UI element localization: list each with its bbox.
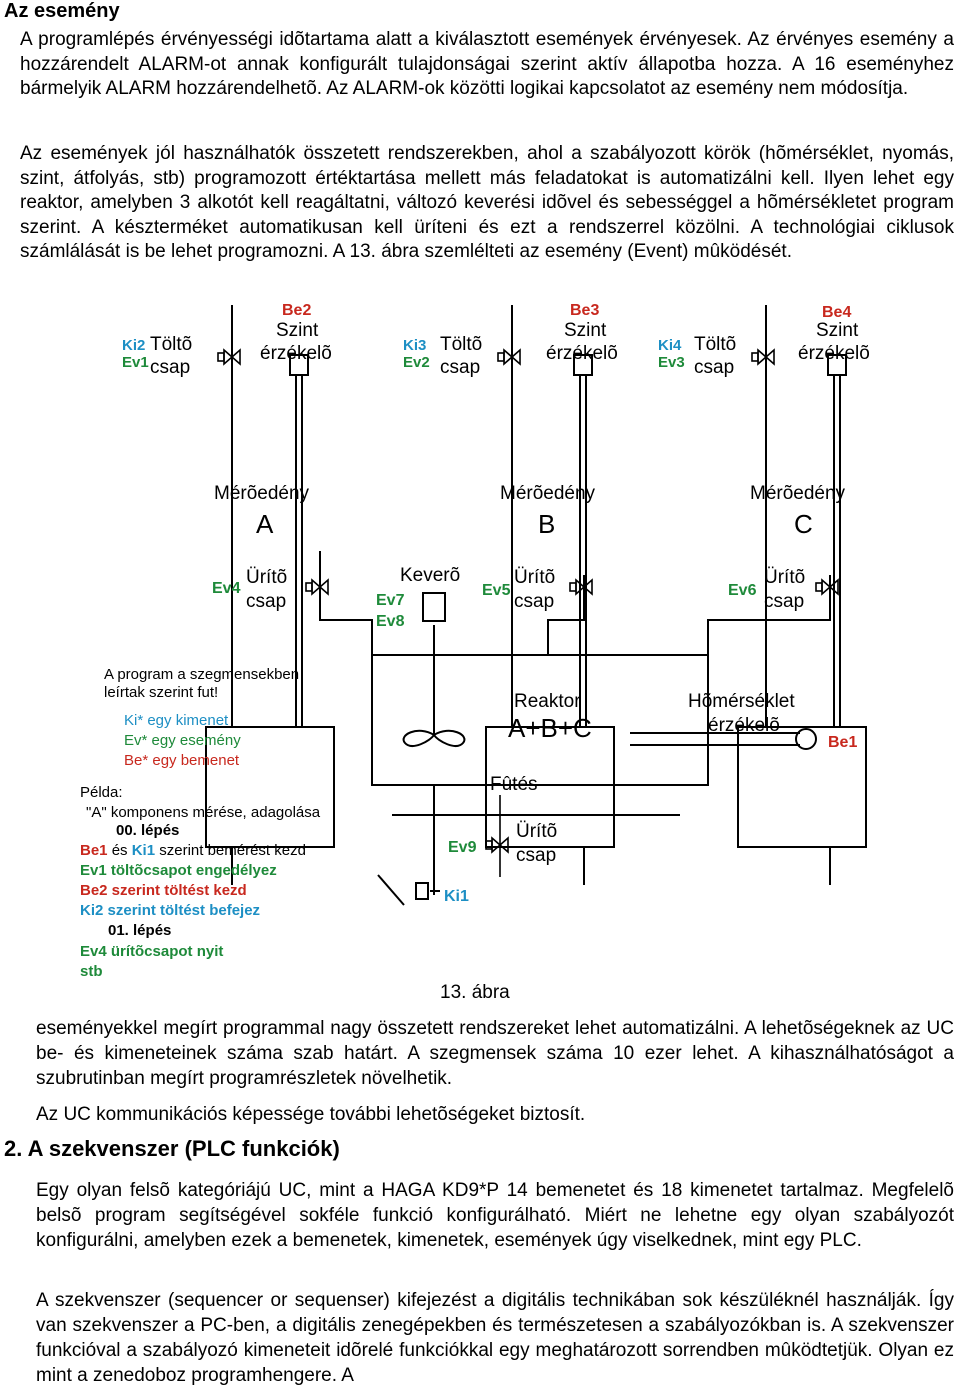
svg-text:Be1 és Ki1 szerint bemérést ke: Be1 és Ki1 szerint bemérést kezd	[80, 842, 306, 859]
svg-text:csap: csap	[246, 591, 286, 612]
paragraph-6: A szekvenszer (sequencer or sequenser) k…	[36, 1290, 954, 1386]
svg-text:Ürítõ: Ürítõ	[514, 567, 555, 588]
svg-text:A+B+C: A+B+C	[508, 713, 592, 743]
svg-text:stb: stb	[80, 963, 103, 980]
svg-text:Ev5: Ev5	[482, 582, 511, 599]
svg-text:Ki4: Ki4	[658, 337, 682, 354]
svg-text:Ki3: Ki3	[403, 337, 426, 354]
svg-text:Ev1 töltõcsapot engedélyez: Ev1 töltõcsapot engedélyez	[80, 862, 277, 879]
svg-text:Ürítõ: Ürítõ	[516, 821, 557, 842]
paragraph-3: eseményekkel megírt programmal nagy össz…	[36, 1018, 954, 1089]
svg-text:Mérõedény: Mérõedény	[214, 483, 310, 504]
svg-text:Ev8: Ev8	[376, 613, 405, 630]
reactor-vessel	[371, 654, 709, 786]
svg-text:Szint: Szint	[276, 320, 319, 341]
svg-text:A: A	[256, 509, 274, 539]
svg-text:Töltõ: Töltõ	[150, 334, 192, 355]
svg-text:Be4: Be4	[822, 304, 851, 321]
svg-text:Ev4: Ev4	[212, 580, 241, 597]
svg-text:érzékelõ: érzékelõ	[546, 343, 618, 364]
svg-text:csap: csap	[694, 357, 734, 378]
paragraph-5: Egy olyan felsõ kategóriájú UC, mint a H…	[36, 1180, 954, 1251]
svg-text:Példa:: Példa:	[80, 784, 123, 801]
svg-text:Ürítõ: Ürítõ	[246, 567, 287, 588]
level-sensor-a	[289, 354, 309, 376]
svg-text:csap: csap	[150, 357, 190, 378]
svg-text:Ürítõ: Ürítõ	[764, 567, 805, 588]
svg-text:Be1: Be1	[828, 734, 857, 751]
svg-text:Fûtés: Fûtés	[490, 774, 538, 795]
svg-text:Be2 szerint töltést kezd: Be2 szerint töltést kezd	[80, 882, 247, 899]
svg-text:csap: csap	[764, 591, 804, 612]
section-title: Az esemény	[4, 0, 120, 22]
svg-text:Reaktor: Reaktor	[514, 691, 581, 712]
paragraph-4: Az UC kommunikációs képessége további le…	[36, 1104, 586, 1125]
svg-text:Töltõ: Töltõ	[440, 334, 482, 355]
svg-text:Ki2 szerint töltést befejez: Ki2 szerint töltést befejez	[80, 902, 260, 919]
svg-text:érzékelõ: érzékelõ	[260, 343, 332, 364]
svg-text:Ev7: Ev7	[376, 592, 405, 609]
svg-text:Szint: Szint	[564, 320, 607, 341]
svg-text:Ev2: Ev2	[403, 354, 430, 371]
tank-c	[737, 726, 867, 848]
svg-text:B: B	[538, 509, 555, 539]
svg-text:Keverõ: Keverõ	[400, 565, 460, 586]
svg-text:Hõmérséklet: Hõmérséklet	[688, 691, 795, 712]
temperature-sensor	[795, 728, 817, 750]
svg-text:Be2: Be2	[282, 302, 311, 319]
svg-text:01. lépés: 01. lépés	[108, 922, 171, 939]
svg-text:csap: csap	[516, 845, 556, 866]
svg-text:érzékelõ: érzékelõ	[708, 715, 780, 736]
svg-text:Ev4 ürítõcsapot nyit: Ev4 ürítõcsapot nyit	[80, 943, 223, 960]
tank-a	[205, 726, 335, 848]
svg-text:csap: csap	[514, 591, 554, 612]
valve-icons	[217, 348, 839, 877]
svg-text:érzékelõ: érzékelõ	[798, 343, 870, 364]
svg-text:Ev* egy esemény: Ev* egy esemény	[124, 732, 241, 749]
svg-text:A program a szegmensekben: A program a szegmensekben	[104, 666, 299, 683]
svg-text:Be* egy bemenet: Be* egy bemenet	[124, 752, 240, 769]
svg-text:Be3: Be3	[570, 302, 599, 319]
svg-text:Ev1: Ev1	[122, 354, 149, 371]
svg-text:00. lépés: 00. lépés	[116, 822, 179, 839]
svg-text:Töltõ: Töltõ	[694, 334, 736, 355]
svg-text:Szint: Szint	[816, 320, 859, 341]
svg-text:Ev3: Ev3	[658, 354, 685, 371]
svg-text:"A" komponens mérése, adagolás: "A" komponens mérése, adagolása	[86, 804, 321, 821]
svg-text:13. ábra: 13. ábra	[440, 982, 510, 1003]
svg-text:Ev6: Ev6	[728, 582, 757, 599]
svg-text:Ki* egy kimenet: Ki* egy kimenet	[124, 712, 229, 729]
figure-13-diagram: Töltõ csap Ki2 Ev1 Be2 Szint érzékelõ Mé…	[80, 302, 870, 1003]
svg-text:Ki2: Ki2	[122, 337, 145, 354]
svg-text:leírtak szerint fut!: leírtak szerint fut!	[104, 684, 218, 701]
paragraph-2: Az események jól használhatók összetett …	[20, 143, 954, 262]
svg-text:Ki1: Ki1	[444, 888, 469, 905]
mixer-motor	[422, 592, 446, 622]
svg-text:Ev9: Ev9	[448, 839, 477, 856]
section-2-title: 2. A szekvenszer (PLC funkciók)	[4, 1136, 340, 1161]
svg-text:Mérõedény: Mérõedény	[500, 483, 596, 504]
svg-text:csap: csap	[440, 357, 480, 378]
svg-text:C: C	[794, 509, 813, 539]
svg-text:Mérõedény: Mérõedény	[750, 483, 846, 504]
tank-b	[485, 726, 615, 848]
paragraph-1: A programlépés érvényességi idõtartama a…	[20, 29, 954, 99]
